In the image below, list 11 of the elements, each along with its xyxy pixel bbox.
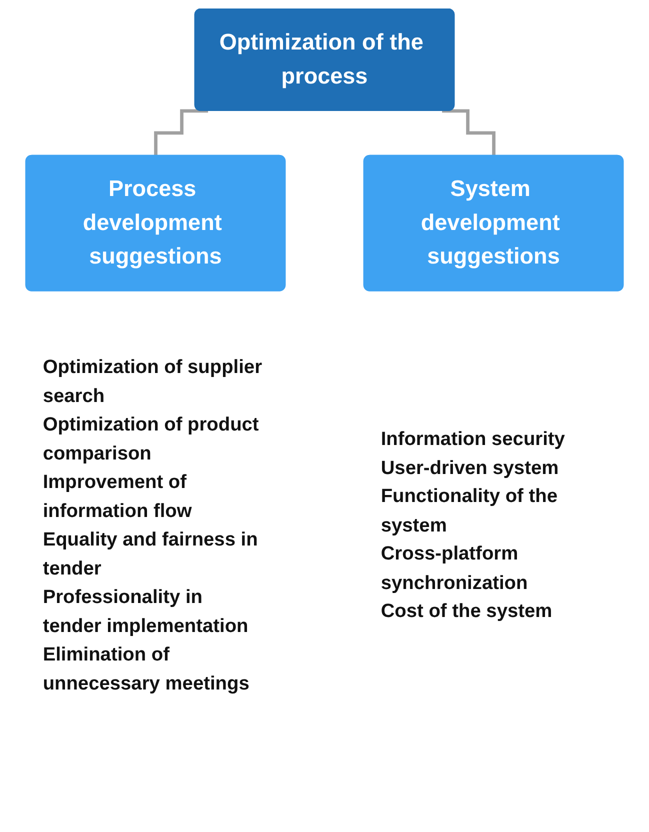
node-label: Optimization of supplier search — [42, 356, 262, 406]
node-label: Equality and fairness in tender — [42, 528, 258, 579]
node-label: User-driven system — [380, 456, 559, 478]
node-label: Cross-platform synchronization — [380, 542, 528, 593]
node-label: Elimination of unnecessary meetings — [42, 643, 250, 694]
node-label: Professionality in tender implementation — [42, 586, 248, 636]
node-label: Optimization of product comparison — [42, 414, 259, 464]
node-label: Information security — [380, 428, 565, 450]
node-label: Improvement of information flow — [42, 470, 192, 522]
node-label: Functionality of the system — [380, 485, 558, 536]
node-label: Cost of the system — [380, 600, 552, 622]
